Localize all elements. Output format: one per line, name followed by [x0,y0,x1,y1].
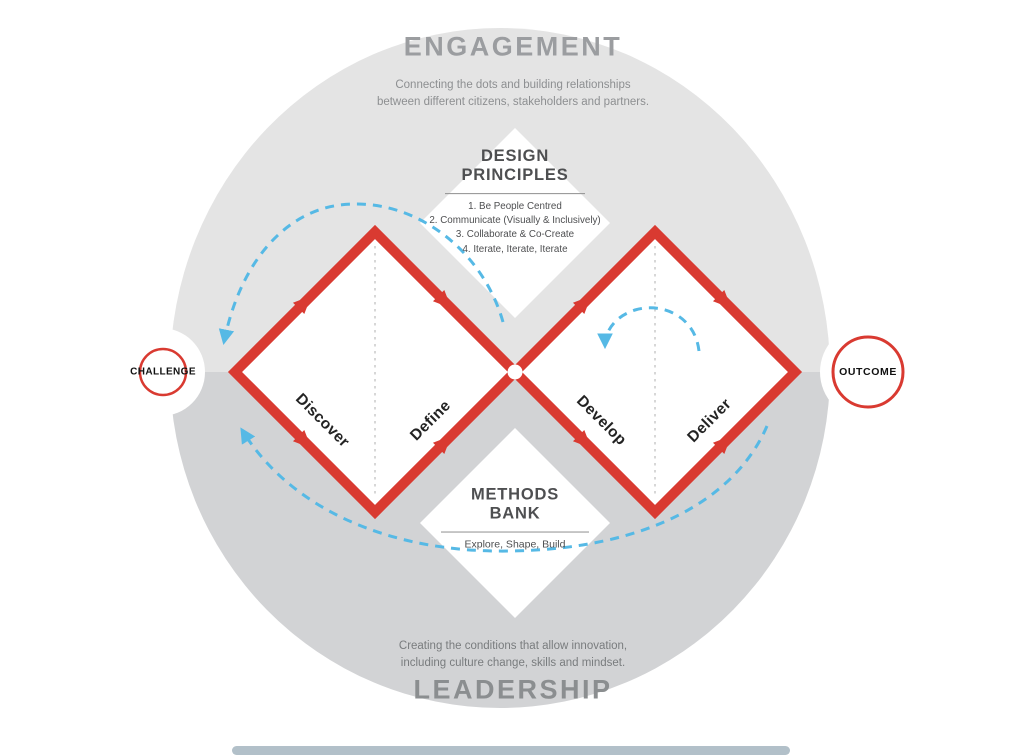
methods-bank-diamond [420,428,610,618]
leadership-subtitle: Creating the conditions that allow innov… [399,638,627,673]
methods-bank-heading-line2: BANK [489,505,541,523]
design-principles-divider [445,193,585,195]
engagement-subtitle-line1: Connecting the dots and building relatio… [395,78,631,91]
methods-bank-heading: METHODS BANK [395,486,635,525]
flow-arrow-4 [432,435,452,455]
flow-arrow-1 [292,295,312,315]
design-principles-item: 4. Iterate, Iterate, Iterate [462,243,568,255]
diamond-center-guides [374,246,656,498]
outcome-label: OUTCOME [839,366,897,378]
diamond-flow-arrows [292,289,732,455]
methods-bank-heading-line1: METHODS [470,485,560,504]
engagement-subtitle-line2: between different citizens, stakeholders… [376,96,650,108]
flow-arrow-3 [432,289,452,309]
diamond-junction-dot [507,364,523,380]
engagement-subtitle: Connecting the dots and building relatio… [377,77,649,112]
iteration-arrows [218,202,769,553]
design-principles-item: 2. Communicate (Visually & Inclusively) [429,215,601,227]
design-principles-item: 1. Be People Centred [468,201,562,213]
flow-arrow-7 [712,289,732,309]
flow-arrow-2 [292,429,312,449]
design-principles-card: DESIGN PRINCIPLES 1. Be People Centred 2… [395,147,635,257]
design-principles-heading-line2: PRINCIPLES [461,166,569,185]
design-principles-diamond [420,128,610,318]
design-principles-heading-line1: DESIGN [480,147,550,166]
methods-bank-card: METHODS BANK Explore, Shape, Build [395,486,635,551]
leadership-title: LEADERSHIP [413,674,613,705]
leadership-subtitle-line2: including culture change, skills and min… [400,657,626,669]
flow-arrow-8 [712,435,732,455]
challenge-circle-bg [117,328,205,416]
flow-arrow-6 [572,429,592,449]
leadership-subtitle-line1: Creating the conditions that allow innov… [398,639,628,652]
engagement-title: ENGAGEMENT [403,31,623,62]
challenge-label: CHALLENGE [130,366,196,378]
horizontal-scrollbar[interactable] [232,746,790,755]
endpoint-rings [138,335,905,409]
flow-arrow-5 [572,295,592,315]
outcome-ring [831,335,905,409]
iterate-back-top-arc [218,202,505,346]
challenge-ring [138,347,188,397]
design-principles-heading: DESIGN PRINCIPLES [395,147,635,186]
design-principles-item: 3. Collaborate & Co-Create [455,229,575,241]
methods-bank-divider [441,531,589,533]
methods-bank-subtitle: Explore, Shape, Build [464,538,566,551]
iterate-loop-arc [597,306,701,352]
design-principles-list: 1. Be People Centred 2. Communicate (Vis… [395,200,635,257]
